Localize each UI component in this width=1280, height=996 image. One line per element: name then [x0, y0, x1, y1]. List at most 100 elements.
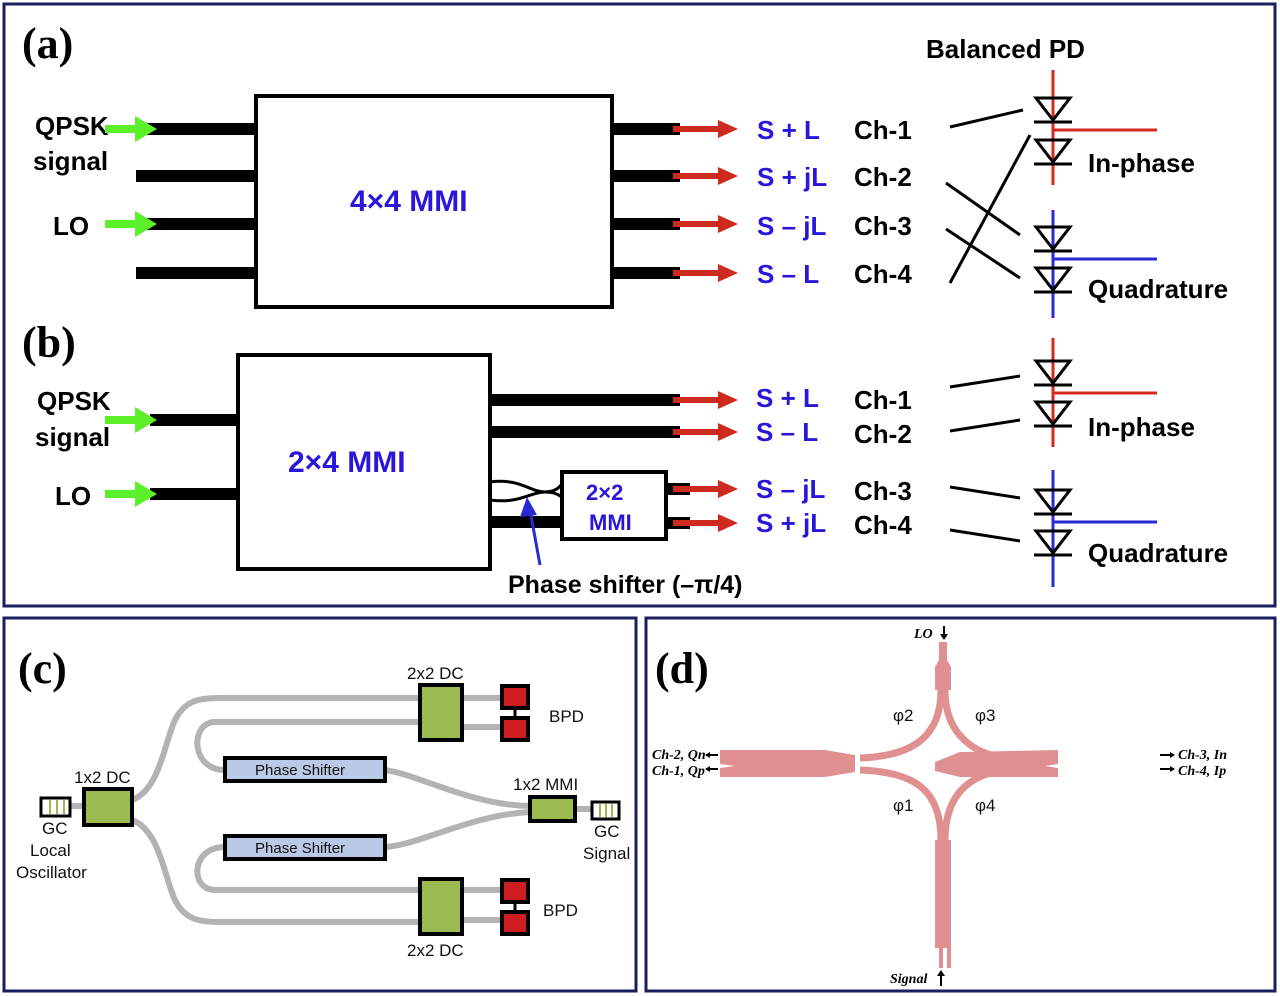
grating-coupler-right	[590, 800, 621, 821]
panel-a-inputs: QPSK signal LO	[33, 111, 256, 279]
bpd-bottom-label: BPD	[543, 901, 578, 920]
output-expr: S + jL	[756, 508, 826, 538]
channel-label: Ch-2	[854, 162, 912, 192]
dc-2x2-bottom-box	[418, 877, 464, 936]
mmi-2x2-label-line1: 2×2	[586, 480, 623, 505]
bpd-top-label: BPD	[549, 707, 584, 726]
phase-label-phi2: φ2	[893, 706, 913, 725]
mmi-2x4-box	[236, 353, 492, 571]
arrow-right-icon	[1160, 752, 1175, 758]
balanced-pd-title: Balanced PD	[926, 34, 1085, 64]
mmi-4x4-box	[254, 94, 614, 309]
panel-c-label: (c)	[18, 644, 67, 693]
port-ch2-qn-label: Ch-2, Qn	[652, 748, 706, 763]
red-arrow-icon	[673, 391, 738, 409]
red-arrow-icon	[673, 264, 738, 282]
bpd-top-icon	[500, 684, 530, 742]
red-arrow-icon	[673, 167, 738, 185]
output-expr: S + jL	[757, 162, 827, 192]
green-arrow-icon	[105, 211, 157, 237]
arrow-left-icon	[705, 766, 718, 772]
panel-a-connections	[945, 108, 1032, 284]
gc-right-signal-label: Signal	[583, 844, 630, 863]
channel-label: Ch-3	[854, 211, 912, 241]
phase-shifter-label: Phase shifter (–π/4)	[508, 571, 743, 599]
output-expr: S + L	[757, 115, 820, 145]
hybrid-90-waveguide	[720, 642, 1058, 968]
red-arrow-icon	[673, 120, 738, 138]
channel-label: Ch-1	[854, 115, 912, 145]
photodiode-icon	[1032, 488, 1074, 516]
photodiode-icon	[1032, 96, 1074, 124]
output-expr: S – L	[757, 259, 819, 289]
channel-label: Ch-1	[854, 385, 912, 415]
panel-b-label: (b)	[22, 318, 76, 367]
arrow-down-icon	[940, 626, 948, 640]
in-phase-label: In-phase	[1088, 148, 1195, 178]
phase-shifter-top-box	[223, 756, 387, 783]
phase-shifter-top-label: Phase Shifter	[255, 762, 345, 779]
photodiode-icon	[1032, 529, 1074, 557]
phase-label-phi4: φ4	[975, 796, 995, 815]
photodiode-pair-quadrature	[1032, 210, 1157, 318]
photodiode-icon	[1032, 400, 1074, 428]
panel-a-outputs: S + L S + jL S – jL S – L Ch-1 Ch-2 Ch-3…	[612, 115, 912, 289]
output-expr: S + L	[756, 383, 819, 413]
red-arrow-icon	[673, 423, 738, 441]
mmi-1x2-label: 1x2 MMI	[513, 775, 578, 794]
phase-label-phi1: φ1	[893, 796, 913, 815]
dc-2x2-bottom-label: 2x2 DC	[407, 941, 464, 960]
channel-label: Ch-3	[854, 476, 912, 506]
panel-b-outputs: S + L S – L S – jL S + jL Ch-1 Ch-2 Ch-3…	[673, 383, 912, 540]
photodiode-pair-quadrature	[1032, 470, 1157, 587]
green-arrow-icon	[105, 481, 157, 507]
input-signal-label: signal	[35, 422, 110, 452]
output-expr: S – jL	[756, 474, 825, 504]
output-expr: S – L	[756, 417, 818, 447]
mmi-2x2-label-line2: MMI	[589, 510, 632, 535]
phase-label-phi3: φ3	[975, 706, 995, 725]
dc-1x2-box	[82, 787, 134, 827]
quadrature-label: Quadrature	[1088, 538, 1228, 568]
bpd-bottom-icon	[500, 878, 530, 936]
arrow-left-icon	[705, 752, 718, 758]
phase-shifter-bottom-label: Phase Shifter	[255, 840, 345, 857]
panel-b-connections	[949, 374, 1021, 543]
output-expr: S – jL	[757, 211, 826, 241]
gc-left-oscillator-label: Oscillator	[16, 863, 87, 882]
signal-label: Signal	[890, 972, 927, 987]
photodiode-icon	[1032, 138, 1074, 166]
panel-d-label: (d)	[655, 644, 709, 693]
dc-2x2-top-label: 2x2 DC	[407, 664, 464, 683]
input-lo-label: LO	[55, 481, 91, 511]
photodiode-pair-in-phase	[1032, 70, 1157, 185]
input-signal-label: signal	[33, 146, 108, 176]
gc-left-label: GC	[42, 819, 68, 838]
grating-coupler-left	[39, 796, 72, 818]
mmi-4x4-label: 4×4 MMI	[350, 185, 468, 218]
panel-b-inputs: QPSK signal LO	[35, 386, 238, 511]
phase-shifter-pointer-arrow-icon	[520, 497, 542, 566]
green-arrow-icon	[105, 407, 157, 433]
panel-c-waveguides	[70, 695, 592, 925]
gc-left-local-label: Local	[30, 841, 71, 860]
channel-label: Ch-4	[854, 259, 912, 289]
photodiode-icon	[1032, 225, 1074, 253]
in-phase-label: In-phase	[1088, 412, 1195, 442]
panel-d-frame	[644, 616, 1277, 993]
input-qpsk-label: QPSK	[37, 386, 111, 416]
port-ch4-ip-label: Ch-4, Ip	[1178, 764, 1226, 779]
input-lo-label: LO	[53, 211, 89, 241]
red-arrow-icon	[673, 514, 738, 532]
channel-label: Ch-4	[854, 510, 912, 540]
red-arrow-icon	[673, 480, 738, 498]
photodiode-icon	[1032, 359, 1074, 387]
phase-shifter-bottom-box	[223, 834, 387, 861]
mmi-2x4-label: 2×4 MMI	[288, 446, 406, 479]
red-arrow-icon	[673, 215, 738, 233]
port-ch1-qp-label: Ch-1, Qp	[652, 764, 705, 779]
arrow-up-icon	[937, 970, 945, 986]
green-arrow-icon	[105, 116, 157, 142]
photodiode-pair-in-phase	[1032, 338, 1157, 447]
